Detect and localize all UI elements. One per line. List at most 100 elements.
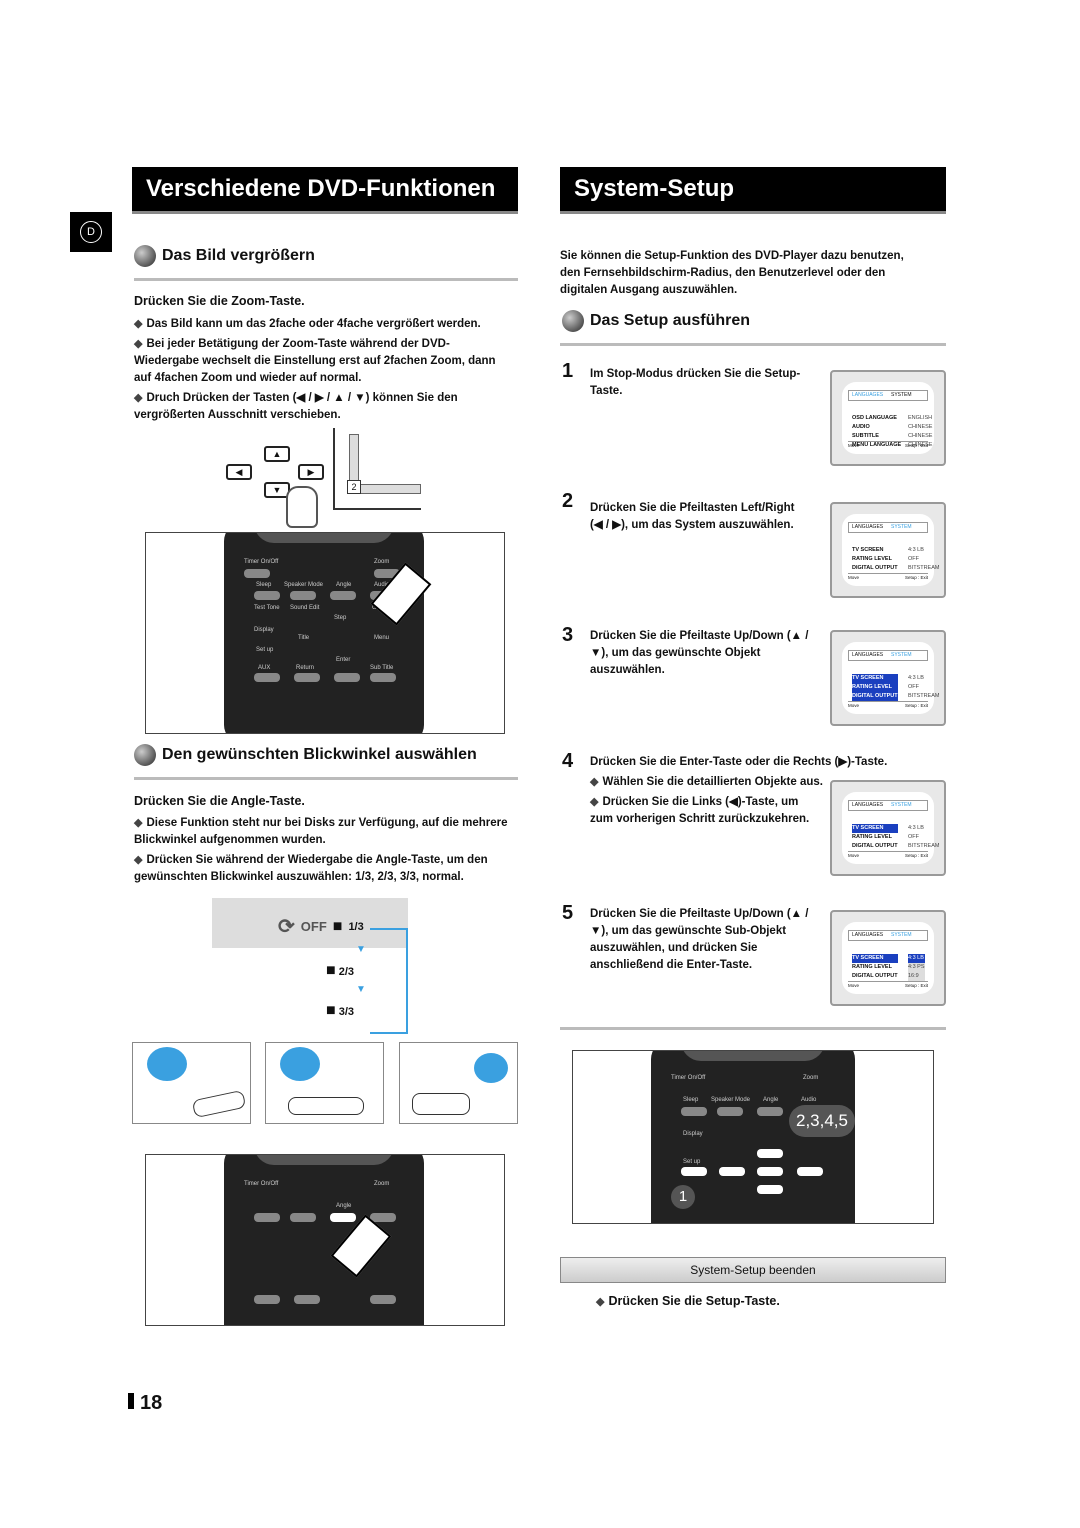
step-number: 5 [562,902,574,924]
remote-key [294,1295,320,1304]
section-bullet-icon [134,744,156,766]
remote-key [681,1107,707,1116]
step-text: Drücken Sie die Pfeiltaste Up/Down (▲ / … [590,908,809,971]
screen-value: BITSTREAM [908,565,940,571]
remote-body: Timer On/Off Zoom Sleep Speaker Mode Ang… [224,533,432,733]
language-badge-label: D [80,221,102,243]
remote-angle-illustration: Timer On/Off Zoom Angle [145,1154,505,1326]
remote-key [254,1295,280,1304]
bullet: ◆Bei jeder Betätigung der Zoom-Taste wäh… [134,338,496,384]
screen-value: 4:3 PS [908,963,925,972]
remote-label: Sub Title [370,665,394,671]
tab-system: SYSTEM [891,392,912,398]
exit-setup-bar: System-Setup beenden [560,1257,946,1283]
angle-display-panel [212,898,408,948]
section-bullet-icon [562,310,584,332]
angle-heading-text: Den gewünschten Blickwinkel auswählen [162,746,477,763]
setup-key [681,1167,707,1176]
screen-value: CHINESE [908,433,933,439]
remote-key [290,1213,316,1222]
remote-top [254,1155,394,1165]
tab-languages: LANGUAGES [852,802,884,808]
angle-picture-3 [399,1042,518,1124]
tab-languages: LANGUAGES [852,524,884,530]
footer-move: Move [848,703,860,708]
bullet-text: Das Bild kann um das 2fache oder 4fache … [146,318,481,330]
scroll-bar-horizontal [359,484,421,494]
down-arrow-icon: ▼ [356,944,366,955]
remote-body: Timer On/Off Zoom Angle [224,1155,424,1325]
remote-label: Timer On/Off [244,1181,279,1187]
screen-value: 4:3 LB [908,675,924,681]
remote-label: Enter [336,657,351,663]
screen-value: BITSTREAM [908,693,940,699]
remote-label: Step [334,615,347,621]
setup-heading-text: Das Setup ausführen [590,312,751,329]
left-key [719,1167,745,1176]
angle-off-indicator: ⟳ OFF ■ 1/3 [278,914,364,939]
screen-tabs: LANGUAGES SYSTEM [848,522,928,533]
remote-label: Sleep [683,1097,699,1103]
screen-value: OFF [908,684,919,690]
step-number: 1 [562,360,574,382]
screen-row: RATING LEVEL [852,964,892,970]
remote-zoom-illustration: Timer On/Off Zoom Sleep Speaker Mode Ang… [145,532,505,734]
footer-exit: Setup : Exit [904,853,928,858]
screen-value: 4:3 LB [908,547,924,553]
up-key [757,1149,783,1158]
remote-key [757,1107,783,1116]
screen-value: OFF [908,834,919,840]
angle-step-2: ■ 2/3 [326,962,354,980]
right-title: System-Setup [560,167,946,214]
footer-move: Move [848,983,860,988]
bullet-text: Druch Drücken der Tasten (◀ / ▶ / ▲ / ▼)… [134,392,458,421]
camera-icon: ■ [326,1002,336,1019]
angle-heading: Den gewünschten Blickwinkel auswählen [134,744,477,766]
angle-press: Drücken Sie die Angle-Taste. [134,794,305,808]
step-number: 4 [562,750,574,772]
screen-row-selected: TV SCREEN [852,674,898,683]
page-marker [128,1393,134,1409]
remote-label: AUX [258,665,271,671]
language-badge: D [70,212,112,252]
remote-label: Test Tone [254,605,280,611]
remote-label: Zoom [374,559,390,565]
tab-system: SYSTEM [891,524,912,530]
tab-languages: LANGUAGES [852,652,884,658]
remote-key [290,591,316,600]
remote-key [370,1295,396,1304]
remote-label: Angle [336,1203,352,1209]
screen-row: DIGITAL OUTPUT [852,973,898,979]
page-number: 18 [128,1392,162,1415]
angle-bullets: ◆Diese Funktion steht nur bei Disks zur … [134,815,514,886]
screen-row: DIGITAL OUTPUT [852,565,898,571]
tab-system: SYSTEM [891,652,912,658]
exit-setup-press-text: Drücken Sie die Setup-Taste. [608,1294,780,1308]
zoom-frame: 2 [333,428,421,510]
zoom-level: 2 [347,480,361,494]
footer-exit: Setup : Exit [904,443,928,448]
screen-value-selected: 4:3 LB [908,954,925,963]
angle-off-label: OFF [300,919,327,934]
footer-move: Move [848,575,860,580]
tab-languages: LANGUAGES [852,392,884,398]
tab-languages: LANGUAGES [852,932,884,938]
step-4: Drücken Sie die Enter-Taste oder die Rec… [590,754,890,828]
step-number: 2 [562,490,574,512]
screen-tabs: LANGUAGES SYSTEM [848,650,928,661]
angle-step: 2/3 [338,966,355,978]
remote-key [370,1213,396,1222]
bullet: ◆Drücken Sie die Links (◀)-Taste, um zum… [590,796,810,825]
zoom-heading-text: Das Bild vergrößern [162,247,315,264]
remote-label: Zoom [374,1181,390,1187]
screen-row: AUDIO [852,424,870,430]
